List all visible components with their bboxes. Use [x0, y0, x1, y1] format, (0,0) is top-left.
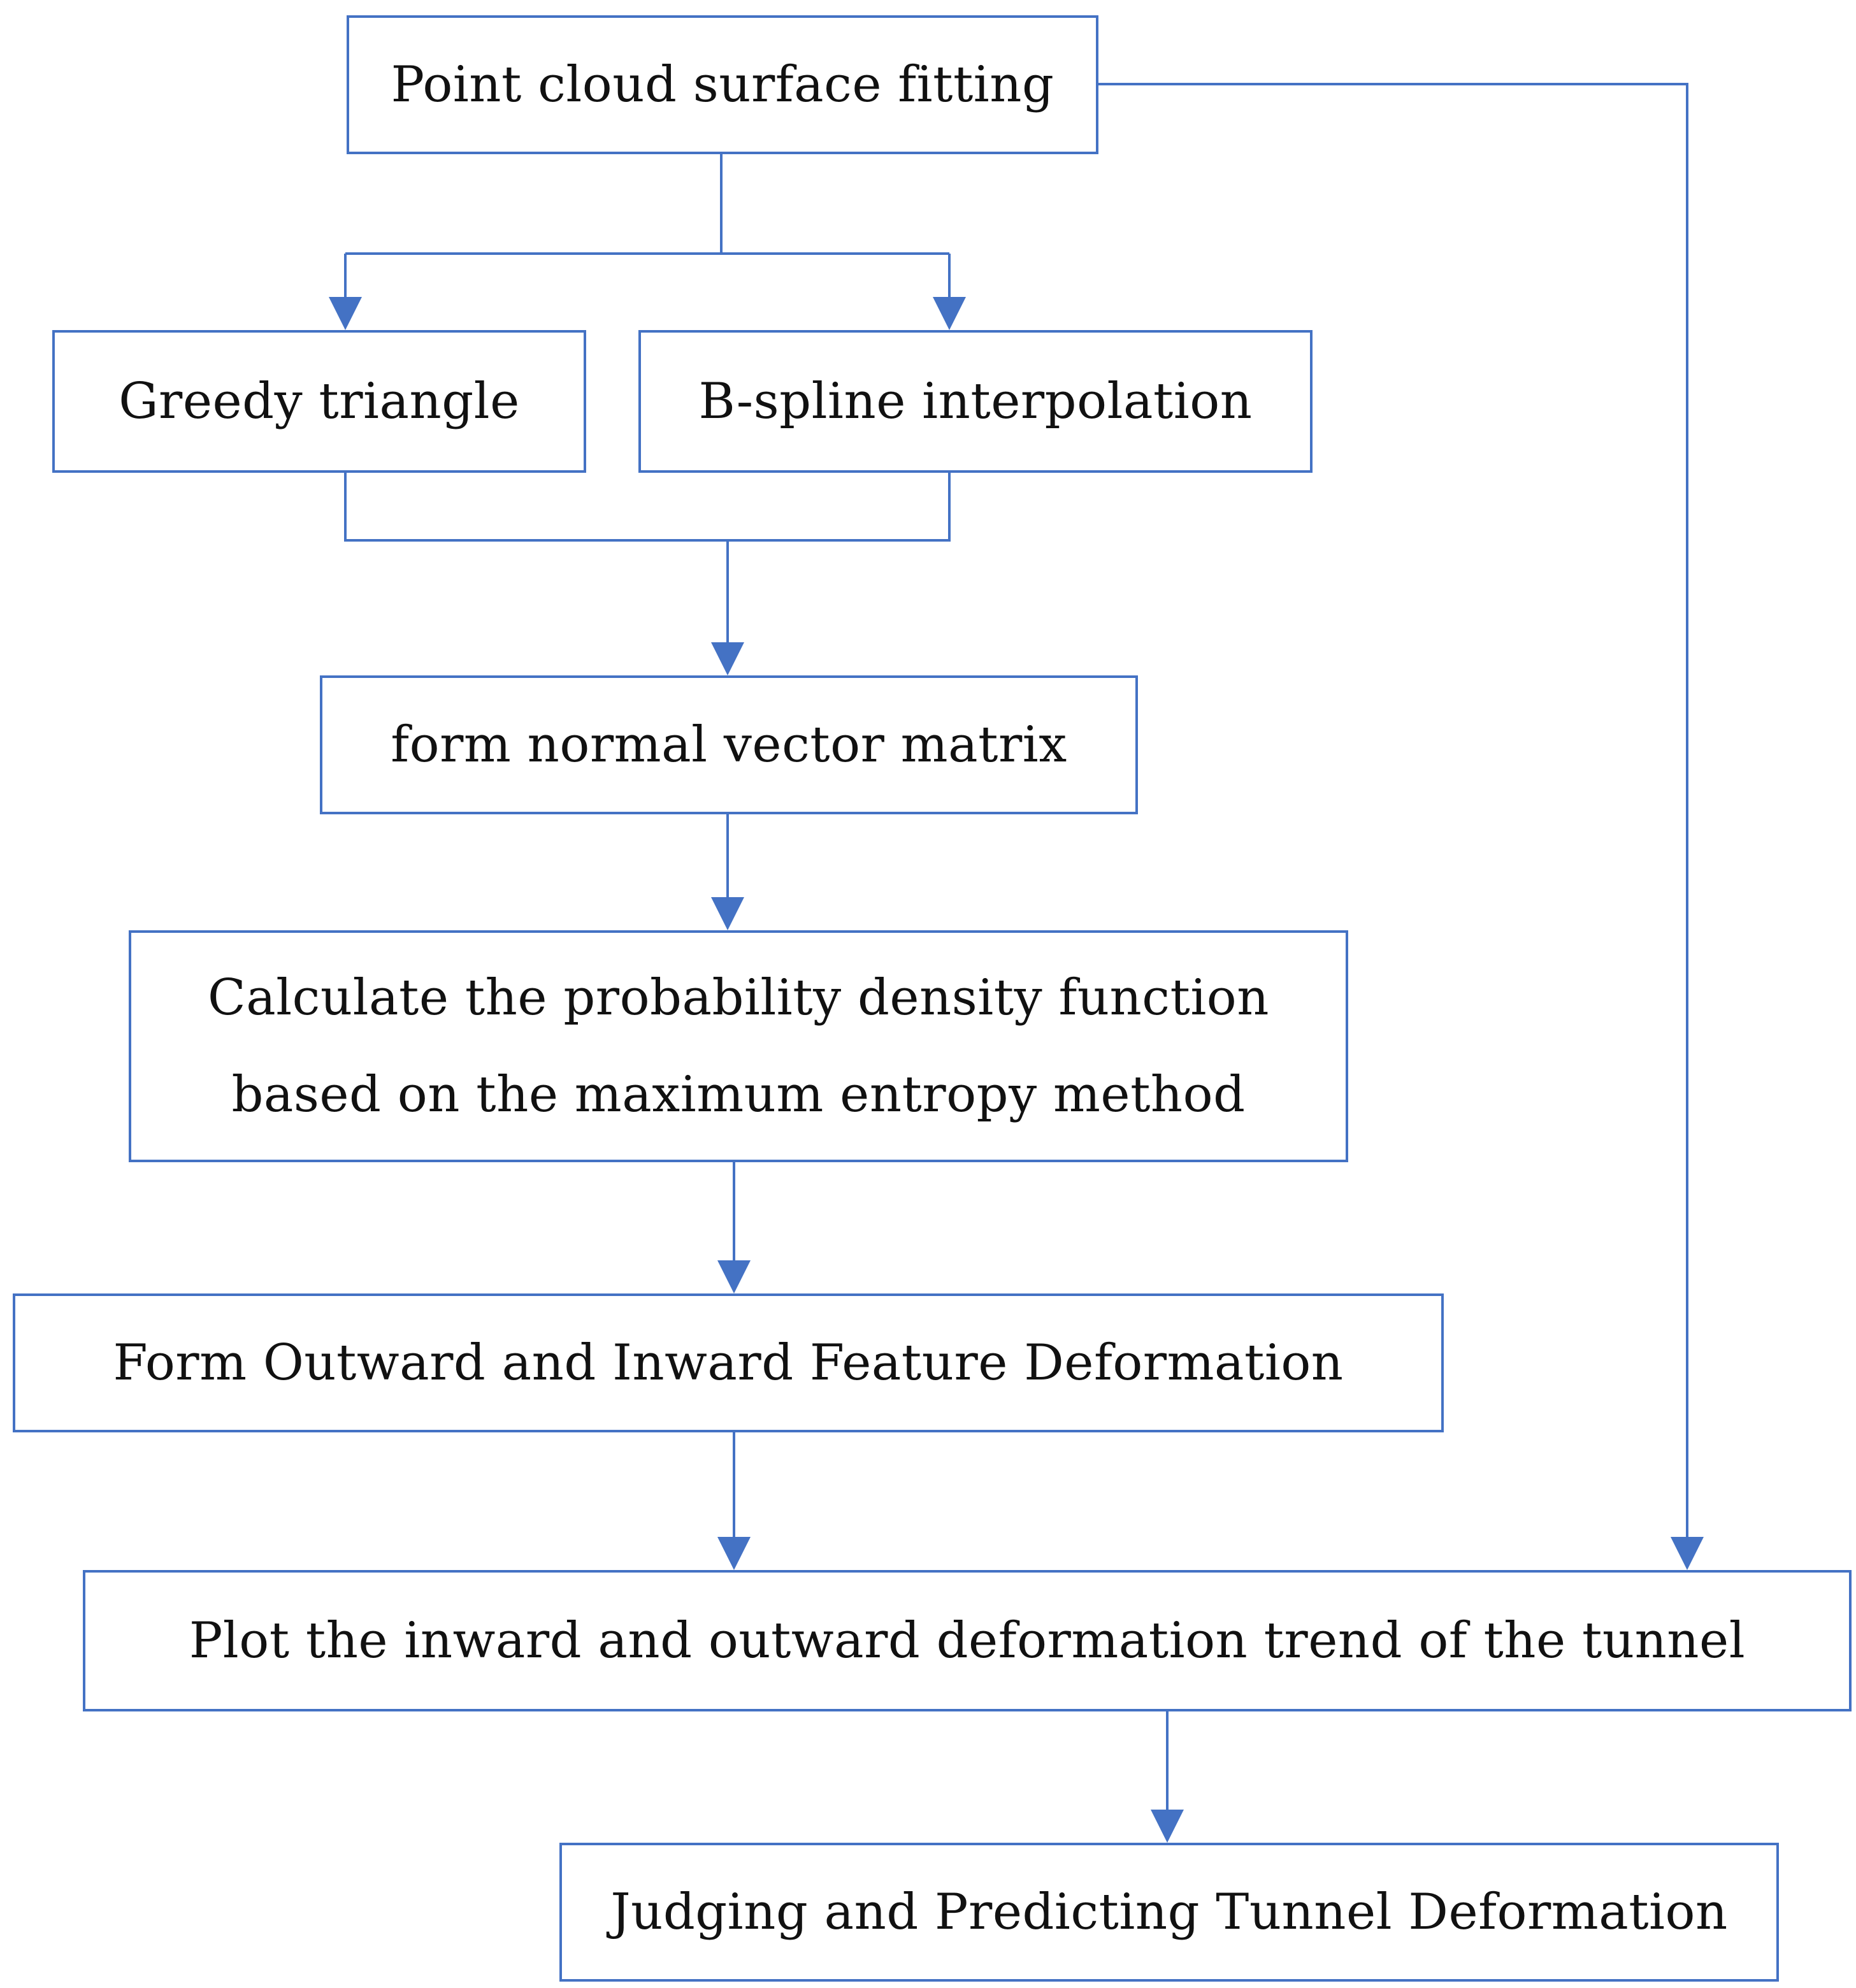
- node-label: form normal vector matrix: [391, 716, 1067, 774]
- merge-connector: [344, 473, 951, 644]
- node-form-normal-vector-matrix: form normal vector matrix: [320, 675, 1138, 814]
- node-feature-deformation: Form Outward and Inward Feature Deformat…: [13, 1293, 1444, 1432]
- arrowhead-bypass-to-plot: [1671, 1537, 1704, 1570]
- node-label: Point cloud surface fitting: [391, 56, 1054, 113]
- split-connector: [344, 154, 951, 299]
- node-label: Greedy triangle: [119, 373, 520, 430]
- node-probability-density-function: Calculate the probability density functi…: [129, 930, 1348, 1162]
- node-label-line-1: Calculate the probability density functi…: [208, 969, 1269, 1026]
- arrowhead-feature-to-plot: [717, 1537, 751, 1570]
- node-point-cloud-surface-fitting: Point cloud surface fitting: [347, 15, 1098, 154]
- node-label: Plot the inward and outward deformation …: [189, 1612, 1746, 1669]
- node-label: Form Outward and Inward Feature Deformat…: [113, 1334, 1344, 1392]
- arrowhead-to-greedy: [329, 297, 362, 330]
- arrowhead-to-bspline: [933, 297, 966, 330]
- arrowhead-to-pdf: [711, 897, 744, 930]
- arrowhead-to-normal: [711, 642, 744, 675]
- node-greedy-triangle: Greedy triangle: [52, 330, 586, 473]
- node-b-spline-interpolation: B-spline interpolation: [638, 330, 1313, 473]
- node-label: Judging and Predicting Tunnel Deformatio…: [610, 1884, 1728, 1941]
- node-judging-predicting-deformation: Judging and Predicting Tunnel Deformatio…: [559, 1843, 1779, 1982]
- node-plot-deformation-trend: Plot the inward and outward deformation …: [83, 1570, 1852, 1711]
- node-label: B-spline interpolation: [698, 373, 1253, 430]
- bypass-connector: [1098, 83, 1688, 1538]
- node-label-line-2: based on the maximum entropy method: [231, 1066, 1246, 1123]
- arrowhead-to-feature: [717, 1260, 751, 1293]
- arrowhead-to-predict: [1151, 1810, 1184, 1843]
